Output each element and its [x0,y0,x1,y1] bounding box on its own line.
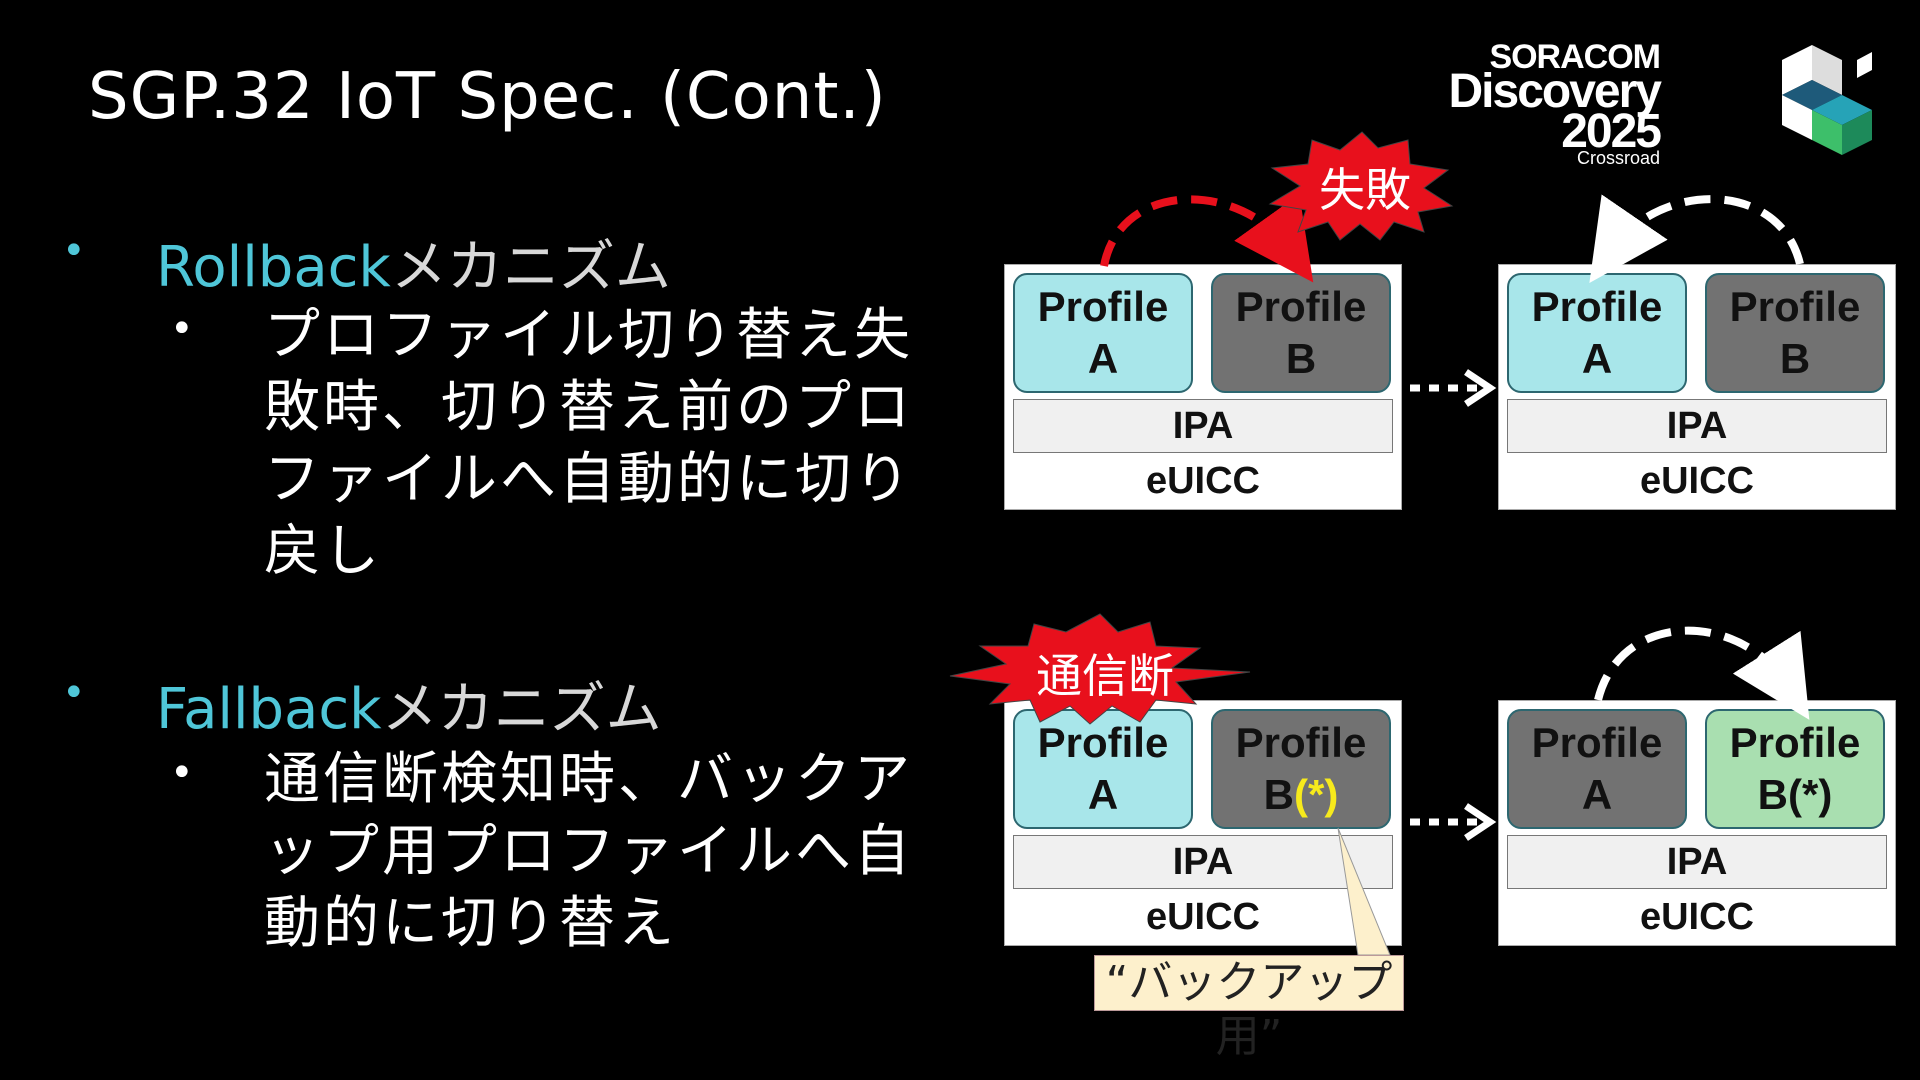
profile-b-card: Profile B [1211,273,1391,393]
backup-marker: (*) [1294,771,1339,818]
logo-year: 2025 [1561,105,1662,158]
sub-bullet-text: プロファイル切り替え失敗時、切り替え前のプロファイルへ自動的に切り戻し [264,303,913,584]
euicc-label: eUICC [1145,896,1261,938]
profile-id-b: B [1263,771,1294,818]
profile-b-star-card: Profile B(*) [1211,709,1391,829]
euicc-box-fallback-after: Profile A Profile B(*) IPA eUICC [1498,700,1896,946]
sub-bullet-dot: • [170,750,194,796]
profile-id: B(*) [1707,769,1883,821]
profile-id: B [1285,335,1317,382]
slide-title: SGP.32 IoT Spec. (Cont.) [88,60,887,134]
euicc-label: eUICC [1145,460,1261,502]
profile-a-card: Profile A [1013,709,1193,829]
cut-burst-icon [949,613,1251,725]
profile-id: B [1779,335,1811,382]
logo-discovery: Discovery [1448,65,1662,118]
profile-word: Profile [1037,283,1169,330]
ipa-layer: IPA [1013,399,1393,453]
backup-marker: (*) [1788,771,1833,818]
rollback-arrow [1589,194,1804,283]
profile-id: B(*) [1213,769,1389,821]
bullet-heading: Rollbackメカニズム [156,222,671,303]
profile-word: Profile [1531,283,1663,330]
ipa-layer: IPA [1013,835,1393,889]
bullet-dot: • [62,228,86,274]
profile-id-b: B [1757,771,1788,818]
transition-arrow-top-head [1464,369,1497,407]
euicc-label: eUICC [1639,460,1755,502]
profile-word: Profile [1729,283,1861,330]
profile-b-card: Profile B [1705,273,1885,393]
profile-word: Profile [1235,283,1367,330]
logo-crossroad: Crossroad [1576,148,1660,168]
euicc-box-fallback-before: Profile A Profile B(*) IPA eUICC [1004,700,1402,946]
rollback-label: Rollback [156,235,391,300]
euicc-label: eUICC [1639,896,1755,938]
sub-bullet-dot: • [170,306,194,352]
mechanism-label: メカニズム [390,235,671,300]
profile-a-card: Profile A [1013,273,1193,393]
ipa-layer: IPA [1507,399,1887,453]
sub-bullet-text: 通信断検知時、バックアップ用プロファイルへ自動的に切り替え [264,747,913,956]
soracom-discovery-logo: SORACOM Discovery 2025 Crossroad [1449,38,1880,168]
euicc-box-rollback-before: Profile A Profile B IPA eUICC [1004,264,1402,510]
backup-callout: “バックアップ用” [1094,955,1404,1062]
profile-id: A [1087,335,1119,382]
profile-word: Profile [1729,719,1861,766]
profile-id: A [1581,335,1613,382]
fallback-arrow [1594,626,1810,720]
ipa-layer: IPA [1507,835,1887,889]
callout-tail [1337,827,1391,956]
bullet-heading: Fallbackメカニズム [156,664,662,745]
logo-soracom: SORACOM [1489,38,1661,76]
profile-a-card: Profile A [1507,709,1687,829]
profile-id: A [1581,771,1613,818]
bullet-dot: • [62,670,86,716]
fail-burst-label: 失敗 [1319,163,1411,217]
fail-burst-icon [1268,131,1454,241]
profile-word: Profile [1235,719,1367,766]
profile-word: Profile [1037,719,1169,766]
euicc-box-rollback-after: Profile A Profile B IPA eUICC [1498,264,1896,510]
mechanism-label: メカニズム [381,677,662,742]
logo-cube-icon [1782,45,1872,155]
failed-switch-arrow [1100,194,1314,283]
profile-id: A [1087,771,1119,818]
transition-arrow-bottom-head [1464,803,1497,841]
profile-word: Profile [1531,719,1663,766]
profile-b-star-card: Profile B(*) [1705,709,1885,829]
fallback-label: Fallback [156,677,382,742]
cut-burst-label: 通信断 [1036,649,1174,703]
